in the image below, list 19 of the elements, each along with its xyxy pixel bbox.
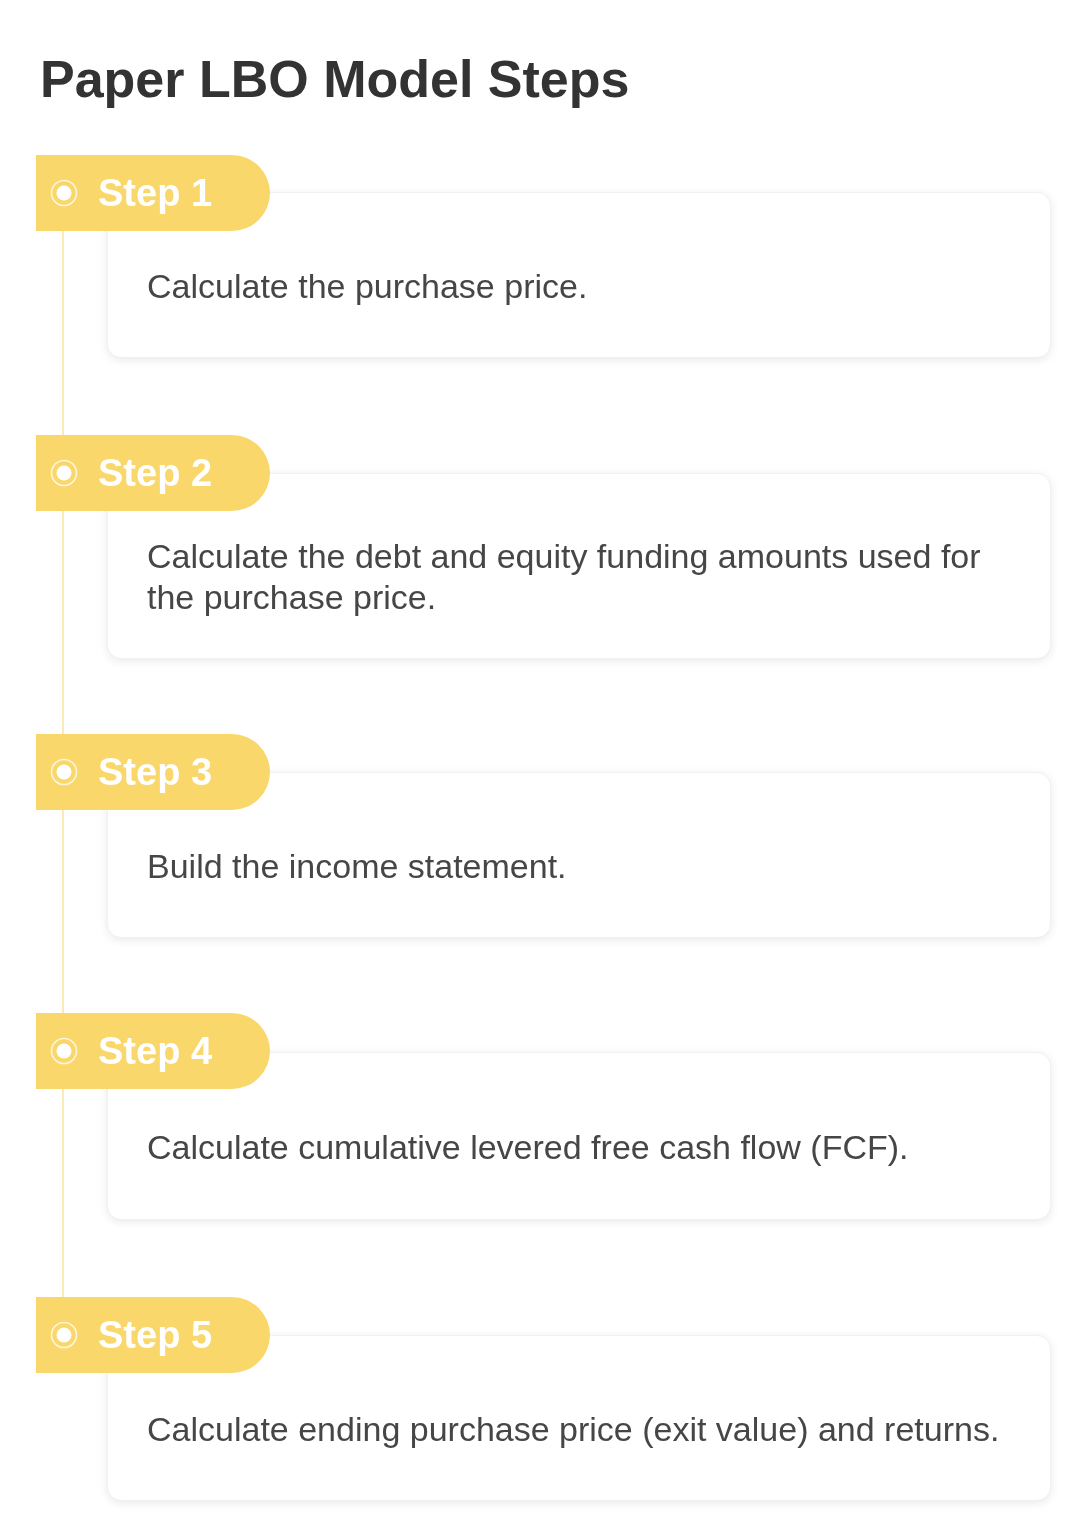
step-label: Step 1 <box>98 174 213 212</box>
step-label: Step 3 <box>98 753 213 791</box>
step-description: Calculate the purchase price. <box>147 265 589 307</box>
step-tab <box>36 734 270 810</box>
step-description: Build the income statement. <box>147 845 568 887</box>
timeline-line <box>62 1088 64 1298</box>
timeline-line <box>62 230 64 436</box>
step-description: Calculate the debt and equity funding amounts used for the purchase price. <box>147 536 982 618</box>
step-tab <box>36 155 270 231</box>
step-label: Step 2 <box>98 454 213 492</box>
step-label: Step 4 <box>98 1032 213 1070</box>
step-description: Calculate ending purchase price (exit value) and returns. <box>147 1408 1001 1450</box>
step-label: Step 5 <box>98 1316 213 1354</box>
timeline-line <box>62 510 64 735</box>
timeline-line <box>62 809 64 1014</box>
step-tab <box>36 435 270 511</box>
step-tab <box>36 1297 270 1373</box>
step-description: Calculate cumulative levered free cash flow (FCF). <box>147 1126 910 1168</box>
step-tab <box>36 1013 270 1089</box>
